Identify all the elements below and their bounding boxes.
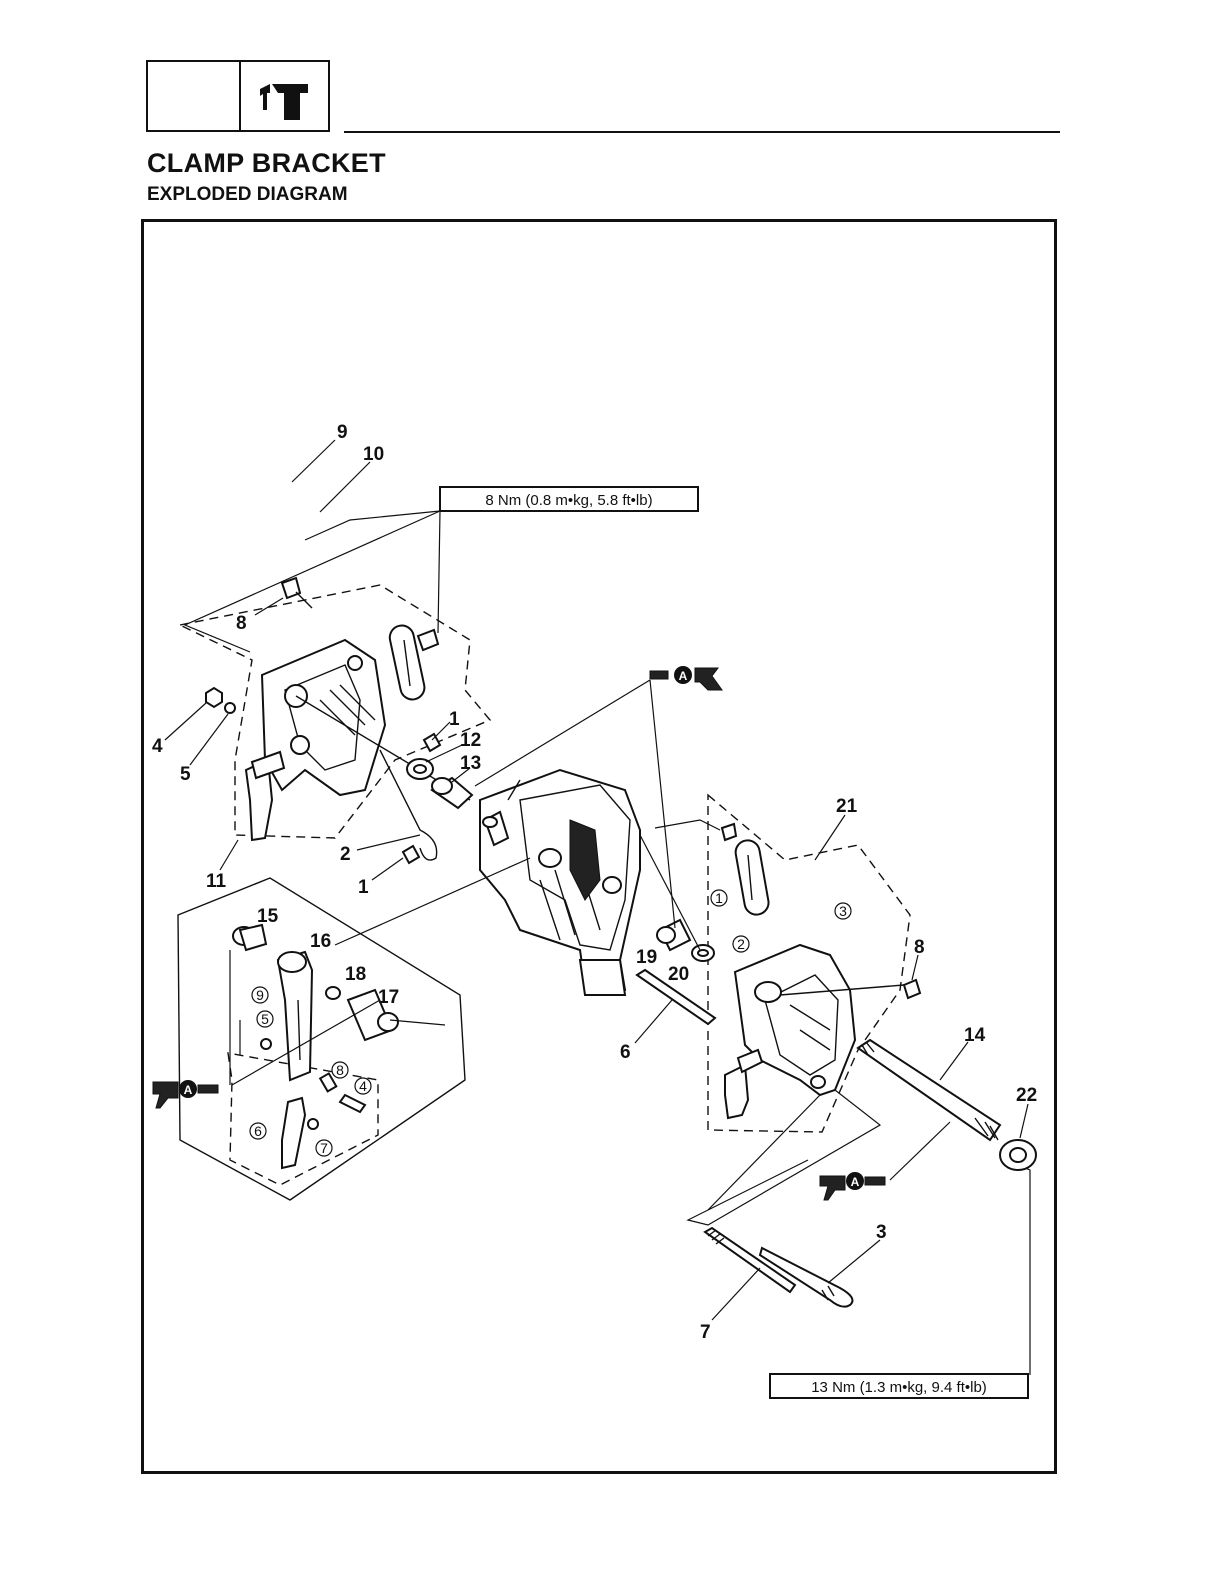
- circled-2: 2: [737, 936, 745, 952]
- callout-8-right: 8: [914, 937, 925, 958]
- callout-4: 4: [152, 736, 163, 757]
- callout-17: 17: [378, 987, 399, 1008]
- grease-letter-left: A: [184, 1083, 193, 1097]
- callout-11: 11: [206, 871, 227, 892]
- callout-22: 22: [1016, 1085, 1037, 1106]
- callout-1-upper: 1: [449, 709, 460, 730]
- callout-12: 12: [460, 730, 481, 751]
- right-clamp-bracket-group: [637, 795, 1036, 1170]
- grease-letter-upper: A: [679, 669, 688, 683]
- torque-spec-lower-text: 13 Nm (1.3 m•kg, 9.4 ft•lb): [811, 1379, 987, 1396]
- grease-letter-lower: A: [851, 1175, 860, 1189]
- callout-6: 6: [620, 1042, 631, 1063]
- circled-1: 1: [715, 890, 723, 906]
- torque-spec-lower: 13 Nm (1.3 m•kg, 9.4 ft•lb): [770, 1374, 1028, 1398]
- callout-21: 21: [836, 796, 858, 817]
- callout-3: 3: [876, 1222, 887, 1243]
- circled-8: 8: [336, 1062, 344, 1078]
- swivel-bracket-center: [480, 770, 640, 995]
- grease-symbol-left: A: [153, 1080, 218, 1108]
- upper-left-bracket-group: [180, 578, 490, 863]
- callout-8-upper: 8: [236, 613, 247, 634]
- callout-2: 2: [340, 844, 351, 865]
- callout-14: 14: [964, 1025, 986, 1046]
- bolt-link-line: [335, 858, 530, 945]
- callout-9: 9: [337, 422, 348, 443]
- circled-6: 6: [254, 1123, 262, 1139]
- callout-10: 10: [363, 444, 384, 465]
- callout-18: 18: [345, 964, 366, 985]
- grease-symbol-lower: A: [820, 1122, 950, 1200]
- torque-spec-upper: 8 Nm (0.8 m•kg, 5.8 ft•lb): [440, 487, 698, 511]
- callout-1-lower: 1: [358, 877, 369, 898]
- callout-13: 13: [460, 753, 481, 774]
- callout-7: 7: [700, 1322, 711, 1343]
- circled-3: 3: [839, 903, 847, 919]
- circled-5: 5: [261, 1011, 269, 1027]
- circled-4: 4: [359, 1078, 367, 1094]
- callout-19: 19: [636, 947, 657, 968]
- circled-7: 7: [320, 1140, 328, 1156]
- circled-9: 9: [256, 987, 264, 1003]
- callout-20: 20: [668, 964, 689, 985]
- callout-5: 5: [180, 764, 191, 785]
- callout-16: 16: [310, 931, 331, 952]
- tilt-pin-parts: [688, 1090, 880, 1307]
- torque-spec-upper-text: 8 Nm (0.8 m•kg, 5.8 ft•lb): [485, 492, 652, 509]
- callout-15: 15: [257, 906, 279, 927]
